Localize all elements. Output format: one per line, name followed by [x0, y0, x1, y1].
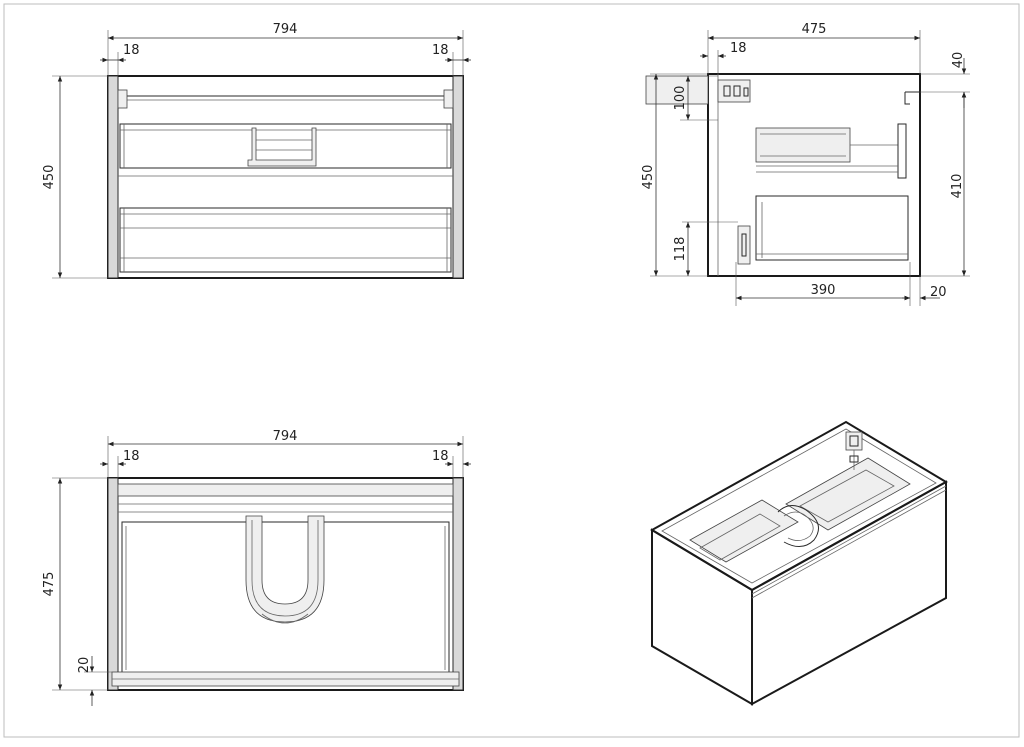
side-bottom-label: 118: [673, 237, 688, 262]
side-view: 475 18 40 410 100 450 118 390: [641, 22, 970, 306]
top-cabinet-outline: [107, 477, 464, 691]
top-back-rail: [117, 483, 454, 497]
side-upper-drawer: [755, 127, 851, 163]
top-width-label: 794: [273, 429, 298, 444]
top-right-panel-label: 18: [432, 449, 449, 464]
front-width-label: 794: [273, 22, 298, 37]
front-height-label: 450: [42, 165, 57, 190]
side-upper-drawer-front: [897, 123, 907, 179]
top-right-side-panel: [452, 477, 464, 691]
front-lower-drawer: [119, 207, 452, 273]
top-left-panel-label: 18: [123, 449, 140, 464]
top-depth-label: 475: [42, 572, 57, 597]
side-runner-fitting: [737, 225, 751, 265]
side-inner-depth-label: 390: [811, 283, 836, 298]
front-right-side-panel: [452, 75, 464, 279]
side-panel-label: 18: [730, 41, 747, 56]
side-height-label: 450: [641, 165, 656, 190]
side-depth-label: 475: [802, 22, 827, 37]
iso-wall-bracket: [845, 431, 863, 451]
front-siphon-cutout: [247, 127, 317, 167]
front-cabinet-outline: [107, 75, 464, 279]
iso-view: [650, 420, 948, 706]
front-left-panel-label: 18: [123, 43, 140, 58]
side-inner-height-label: 410: [950, 174, 965, 199]
top-view: 794 18 18 475 20: [42, 429, 471, 706]
front-view: 794 18 18 450: [42, 22, 471, 279]
top-siphon-cutout: [245, 515, 325, 623]
front-right-panel-label: 18: [432, 43, 449, 58]
iso-siphon-cutout: [777, 505, 819, 547]
front-upper-drawer: [119, 123, 452, 169]
front-left-bracket: [117, 89, 128, 109]
side-cabinet-outline: [707, 73, 921, 277]
front-right-bracket: [443, 89, 454, 109]
top-back-label: 20: [77, 657, 92, 674]
side-lower-drawer: [755, 195, 909, 261]
iso-drawer-right-compartment: [785, 457, 911, 531]
sheet-border: [3, 3, 1020, 738]
top-drawer-box: [121, 521, 450, 675]
iso-front-face: [751, 480, 947, 706]
front-left-side-panel: [107, 75, 119, 279]
iso-drawer-left-compartment: [689, 499, 799, 563]
side-back-gap-label: 20: [930, 285, 947, 300]
top-left-side-panel: [107, 477, 119, 691]
side-bracket-label: 100: [673, 86, 688, 111]
side-top-gap-label: 40: [951, 52, 966, 69]
